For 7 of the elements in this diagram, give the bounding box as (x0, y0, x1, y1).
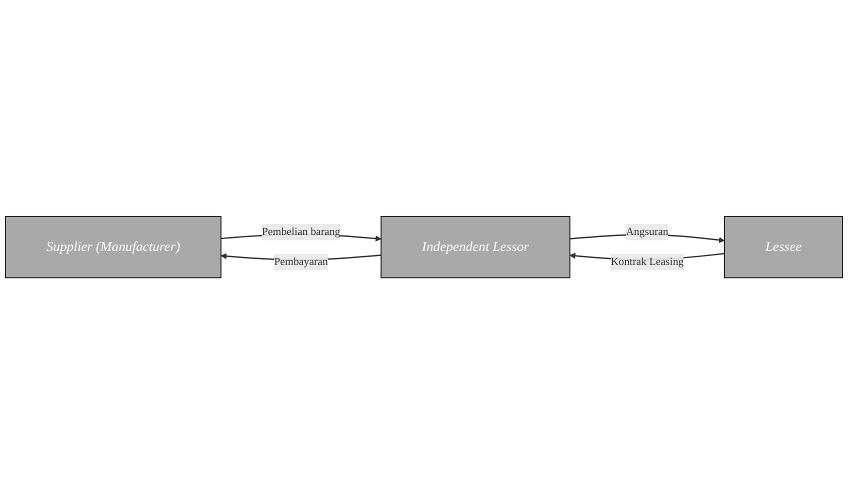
node-box: Lessee (724, 216, 844, 279)
edge-label: Pembayaran (274, 256, 328, 268)
node-box: Independent Lessor (380, 216, 570, 279)
edge-label: Angsuran (626, 226, 668, 238)
node-box: Supplier (Manufacturer) (4, 216, 222, 279)
edge-label: Kontrak Leasing (610, 256, 684, 268)
edge-label: Pembelian barang (262, 226, 340, 238)
